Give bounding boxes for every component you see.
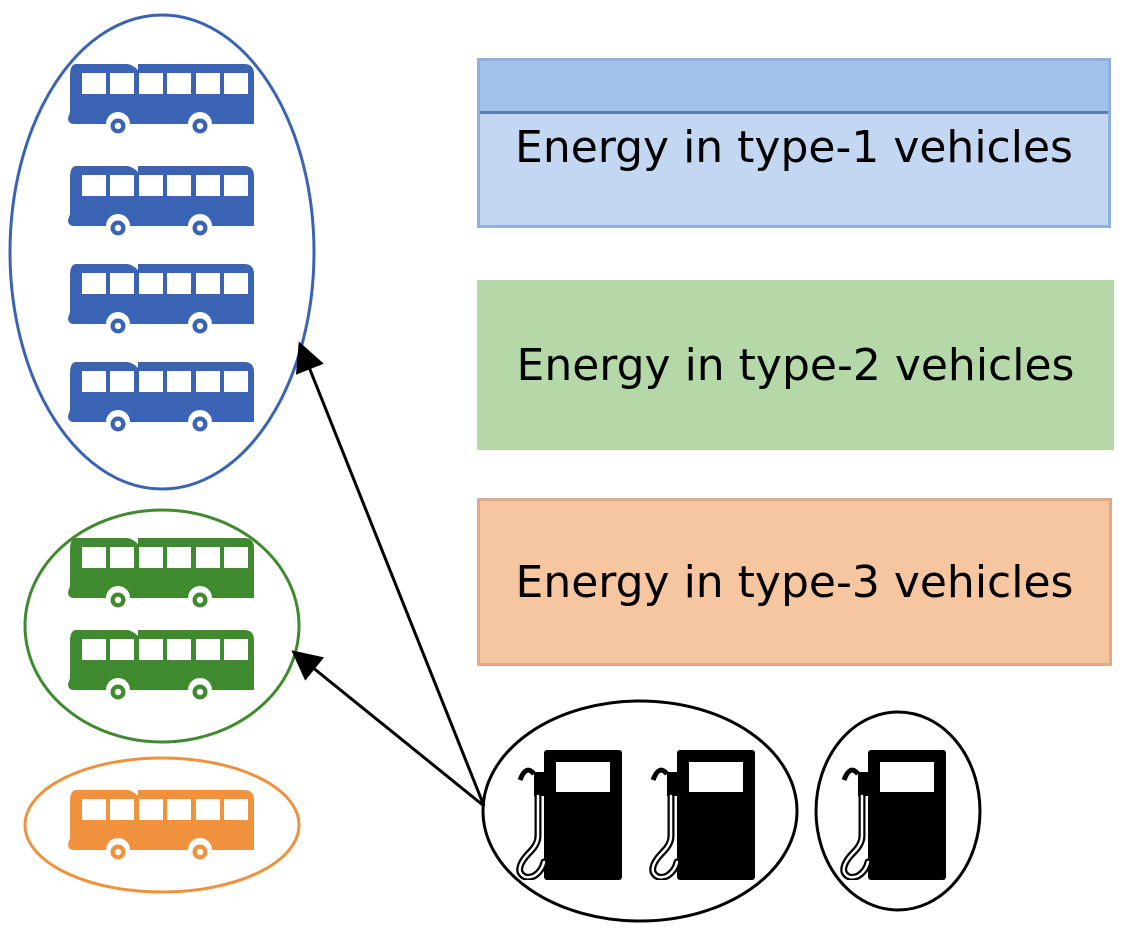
energy-box-type-1-label: Energy in type-1 vehicles — [515, 122, 1073, 173]
bus-icon — [68, 630, 254, 702]
vehicle-group-type-3 — [23, 756, 301, 894]
energy-box-type-3: Energy in type-3 vehicles — [477, 498, 1112, 666]
energy-box-3-bg — [477, 498, 1112, 666]
arrow-to-type-2 — [291, 650, 485, 808]
energy-box-type-3-label: Energy in type-3 vehicles — [515, 556, 1074, 608]
fuel-pump-icon — [653, 750, 755, 880]
vehicle-group-type-2-ellipse — [23, 508, 301, 744]
arrow-to-type-1 — [295, 341, 486, 807]
vehicle-group-type-3-ellipse — [23, 756, 301, 894]
energy-box-1-header-band — [480, 61, 1108, 114]
bus-icon — [68, 64, 254, 136]
bus-icon — [68, 166, 254, 238]
bus-icon — [68, 362, 254, 434]
station-group-1 — [481, 699, 799, 923]
energy-box-type-2: Energy in type-2 vehicles — [477, 280, 1114, 450]
bus-icon — [68, 790, 254, 862]
energy-box-2-bg — [477, 280, 1114, 450]
energy-box-type-1: Energy in type-1 vehicles — [477, 58, 1111, 228]
vehicle-group-type-1 — [8, 13, 316, 491]
bus-icon — [68, 264, 254, 336]
vehicle-group-type-1-ellipse — [8, 13, 316, 491]
fuel-pump-icon — [520, 750, 622, 880]
bus-icon — [68, 538, 254, 610]
station-group-2-ellipse — [814, 710, 982, 912]
fuel-pump-icon — [844, 750, 946, 880]
station-group-1-ellipse — [481, 699, 799, 923]
station-group-2 — [814, 710, 982, 912]
vehicle-group-type-2 — [23, 508, 301, 744]
energy-box-type-2-label: Energy in type-2 vehicles — [516, 339, 1075, 391]
